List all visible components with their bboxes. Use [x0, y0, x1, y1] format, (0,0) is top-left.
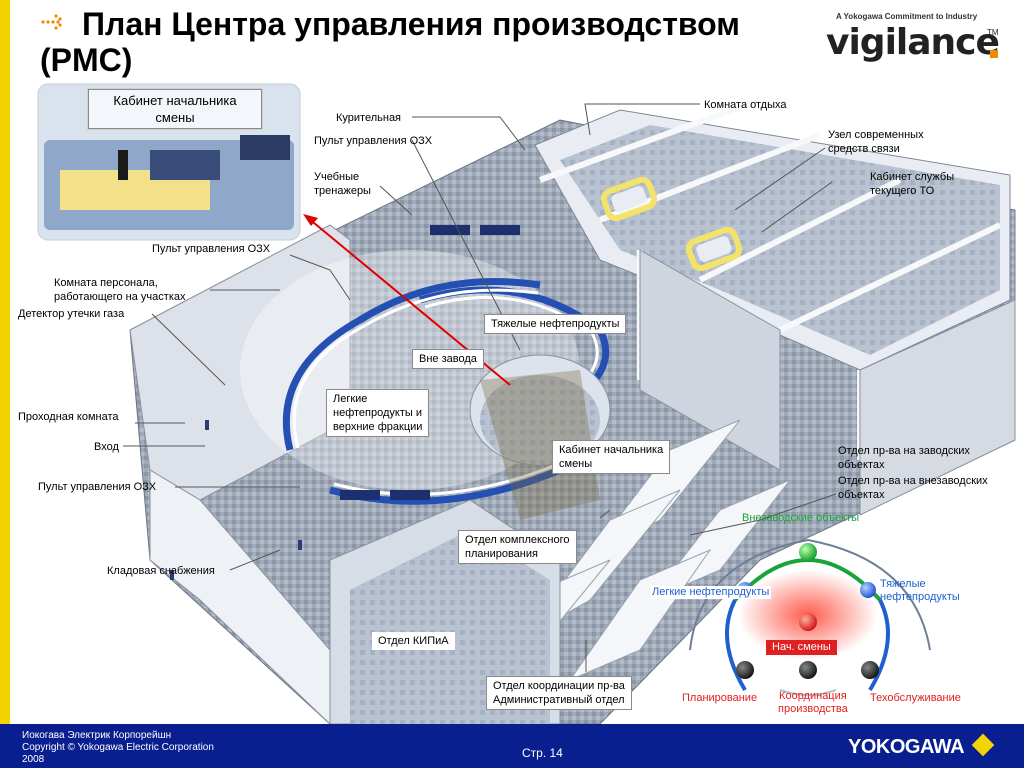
- legend-light-products: Легкие нефтепродукты: [650, 586, 772, 599]
- footer-bar: [0, 724, 1024, 768]
- label-gas-detector: Детектор утечки газа: [18, 308, 125, 320]
- label-field-staff-room: Комната персонала, работающего на участк…: [54, 277, 186, 303]
- legend-shift-manager: Нач. смены: [766, 640, 837, 655]
- logo-trademark: TM: [987, 28, 999, 37]
- label-planning-complex: Отдел комплексного планирования: [458, 530, 577, 564]
- label-ozh-console-mid: Пульт управления ОЗХ: [152, 243, 271, 255]
- legend-offsite: Внезаводские объекты: [742, 512, 860, 524]
- label-ozh-console-bottom: Пульт управления ОЗХ: [38, 481, 157, 493]
- legend-maintenance: Техобслуживание: [870, 692, 961, 704]
- label-checkpoint-room: Проходная комната: [18, 411, 119, 423]
- left-accent-bar: [0, 0, 10, 724]
- label-smoking-room: Курительная: [336, 112, 402, 124]
- label-rest-room: Комната отдыха: [704, 99, 787, 111]
- yokogawa-logo: YOKOGAWA: [848, 736, 965, 758]
- heavy-indicator-blue: [860, 582, 876, 598]
- label-heavy-products: Тяжелые нефтепродукты: [484, 314, 627, 334]
- label-shift-office-photo: Кабинет начальника смены: [88, 89, 262, 129]
- label-supply-storage: Кладовая снабжения: [107, 565, 215, 577]
- footer-company-ru: Иокогава Электрик Корпорейшн: [22, 730, 172, 741]
- legend-planning: Планирование: [682, 692, 758, 704]
- label-ozh-console-top: Пульт управления ОЗХ: [314, 135, 433, 147]
- shift-indicator-red: [799, 613, 817, 631]
- label-kip-department: Отдел КИПиА: [372, 632, 455, 650]
- vigilance-logo: vigilance: [826, 22, 1000, 63]
- label-entrance: Вход: [94, 441, 119, 453]
- legend-heavy-products: Тяжелые нефтепродукты: [880, 578, 960, 603]
- offsite-indicator-green: [799, 543, 817, 561]
- label-maintenance-office: Кабинет службы текущего ТО: [870, 171, 955, 197]
- label-training-simulators: Учебные тренажеры: [314, 171, 371, 197]
- footer-year: 2008: [22, 754, 45, 765]
- page-title-line2: (PMC): [40, 42, 133, 78]
- maintenance-indicator: [861, 661, 879, 679]
- planning-indicator: [736, 661, 754, 679]
- logo-dot: [990, 50, 998, 58]
- label-coordination-admin: Отдел координации пр-ва Административный…: [486, 676, 632, 710]
- logo-tagline: A Yokogawa Commitment to Industry: [836, 12, 978, 21]
- label-light-products: Легкие нефтепродукты и верхние фракции: [326, 389, 430, 437]
- label-comms-node: Узел современных средств связи: [828, 129, 924, 155]
- page-title-line1: План Центра управления производством: [82, 6, 740, 42]
- label-shift-office: Кабинет начальника смены: [552, 440, 671, 474]
- label-prod-offsite: Отдел пр-ва на внезаводских объектах: [838, 475, 988, 501]
- footer-copyright: Copyright © Yokogawa Electric Corporatio…: [22, 742, 214, 753]
- label-prod-onsite: Отдел пр-ва на заводских объектах: [838, 445, 970, 471]
- coordination-indicator: [799, 661, 817, 679]
- dotted-arrow-icon: [41, 14, 62, 30]
- legend-coordination: Координация производства: [778, 690, 848, 715]
- label-offsite: Вне завода: [412, 349, 484, 369]
- floor-plan-illustration: [37, 83, 1016, 724]
- page-number: Стр. 14: [522, 746, 563, 760]
